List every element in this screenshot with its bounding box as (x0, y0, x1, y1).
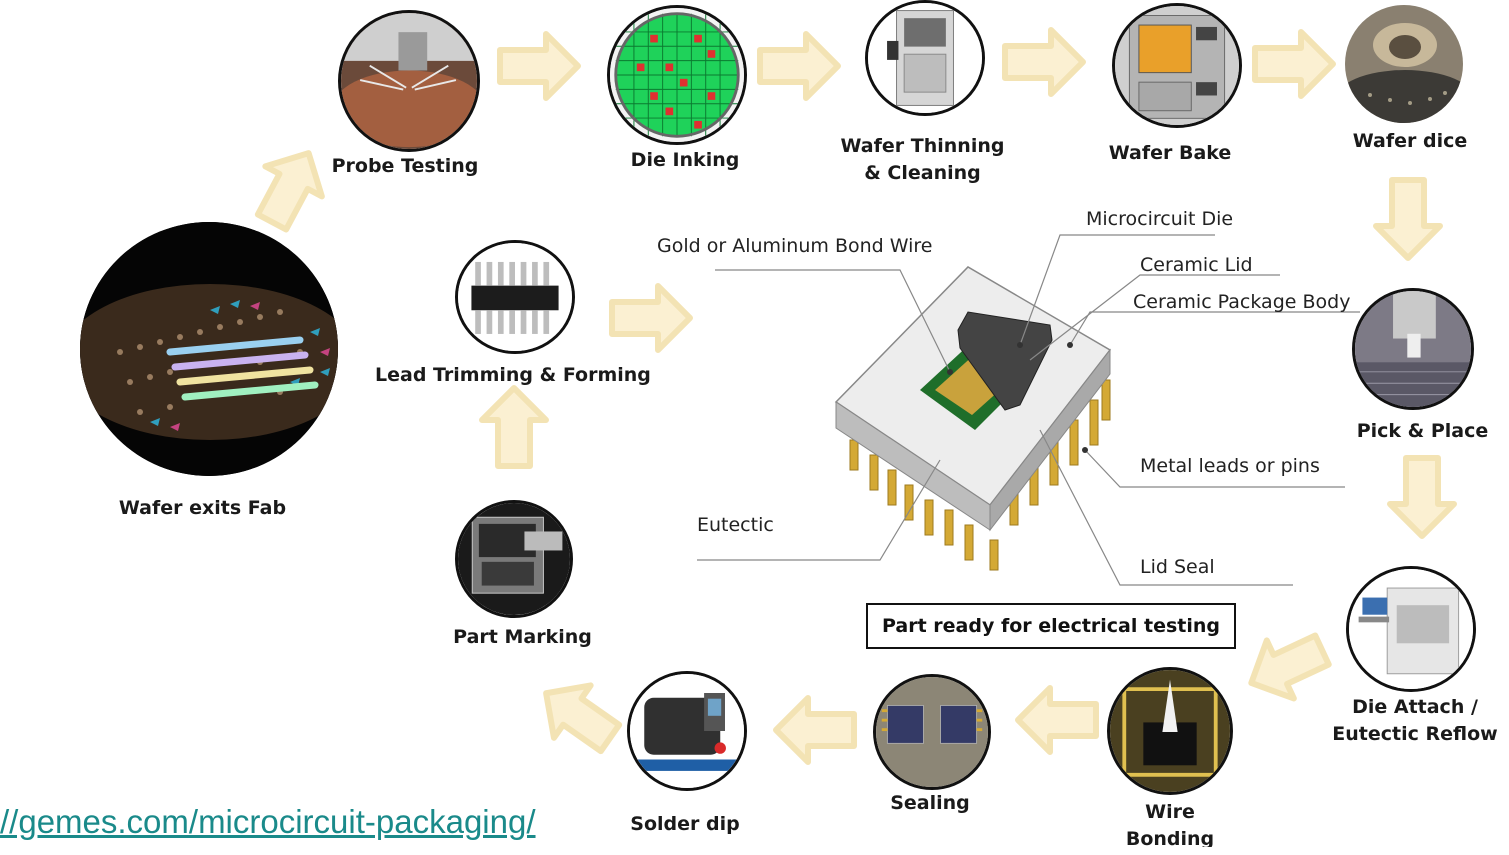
step-label-wafer-bake: Wafer Bake (1108, 142, 1232, 164)
step-label-solder-dip: Solder dip (630, 813, 740, 835)
wire-bonder-photo (1107, 667, 1233, 795)
package-front-right (989, 348, 1111, 532)
step-label-wire-bonding-line1: Wire (1145, 801, 1195, 823)
step-label-sealing: Sealing (890, 792, 970, 814)
step-label-wafer-thinning-line1: Wafer Thinning (840, 135, 1005, 157)
callout-package-body: Ceramic Package Body (1133, 291, 1351, 313)
reflow-machine-photo (1346, 566, 1476, 692)
source-link[interactable]: //gemes.com/microcircuit-packaging/ (0, 803, 536, 840)
callout-lid-seal: Lid Seal (1140, 556, 1215, 578)
step-label-wafer-dice: Wafer dice (1352, 130, 1468, 152)
ceramic-lid (957, 311, 1053, 411)
step-label-die-attach-line2: Eutectic Reflow (1332, 723, 1498, 745)
step-label-part-marking: Part Marking (453, 626, 592, 648)
callout-metal-leads: Metal leads or pins (1140, 455, 1320, 477)
step-label-pick-place: Pick & Place (1356, 420, 1489, 442)
callout-ceramic-lid: Ceramic Lid (1140, 254, 1253, 276)
step-label-die-attach: Die Attach / Eutectic Reflow (1330, 694, 1500, 748)
ready-for-testing-box: Part ready for electrical testing (866, 603, 1236, 649)
step-label-die-attach-line1: Die Attach / (1352, 696, 1478, 718)
step-label-wafer-thinning-line2: & Cleaning (864, 162, 981, 184)
sealed-packages-photo (873, 674, 991, 790)
step-label-wire-bonding-line2: Bonding (1125, 828, 1215, 847)
grinder-machine-photo (865, 0, 985, 116)
callout-bond-wire: Gold or Aluminum Bond Wire (657, 235, 933, 257)
laser-marker-photo (455, 500, 573, 618)
metal-pins (849, 379, 1111, 571)
step-label-die-inking: Die Inking (630, 149, 740, 171)
callout-microcircuit-die: Microcircuit Die (1086, 208, 1234, 230)
solder-machine-photo (627, 671, 747, 791)
step-label-wire-bonding: Wire Bonding (1100, 799, 1240, 847)
step-label-probe-testing: Probe Testing (331, 155, 479, 177)
step-label-wafer-exits-fab: Wafer exits Fab (118, 497, 287, 519)
dicing-saw-photo (1345, 5, 1463, 123)
probe-station-photo (338, 10, 480, 152)
wafer-photo (80, 222, 338, 476)
step-label-wafer-thinning: Wafer Thinning & Cleaning (835, 133, 1010, 187)
step-label-lead-trimming: Lead Trimming & Forming (375, 364, 651, 386)
inked-wafer-map (607, 5, 747, 145)
callout-eutectic: Eutectic (697, 514, 774, 536)
oven-photo (1112, 3, 1242, 128)
dip-chip-photo (455, 240, 575, 354)
